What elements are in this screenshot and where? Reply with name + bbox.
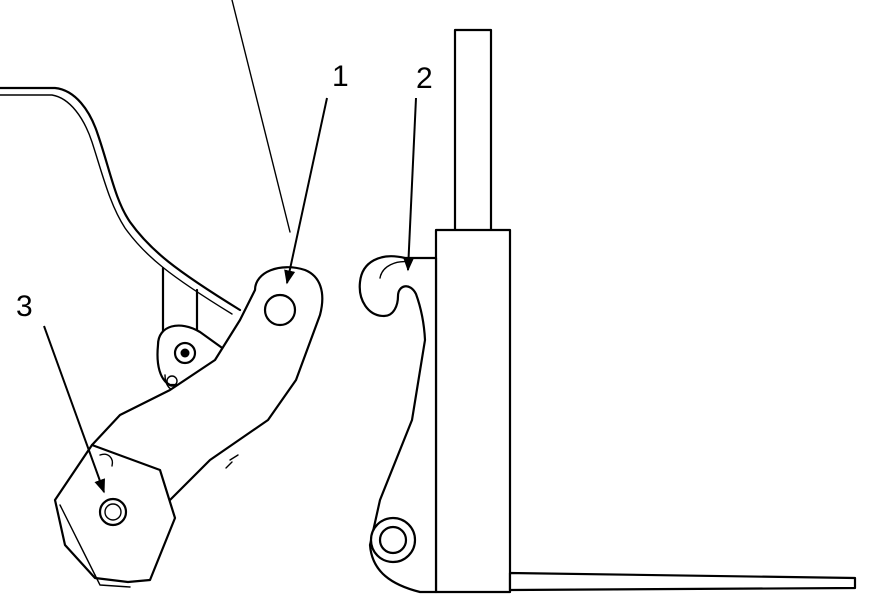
- callout-3: 3: [16, 290, 105, 494]
- fork-tine: [508, 571, 857, 592]
- callout-1-label: 1: [332, 60, 349, 93]
- fork-carriage: [358, 28, 857, 594]
- hook-bracket: [358, 255, 438, 594]
- loader-linkage: [0, 0, 324, 588]
- bolt-icon: [180, 348, 190, 358]
- callout-2: 2: [402, 62, 433, 272]
- callout-2-label: 2: [416, 62, 433, 95]
- upper-reference-line: [231, 0, 291, 233]
- bracket-bushing: [369, 516, 417, 564]
- callout-1: 1: [284, 60, 349, 285]
- callout-3-label: 3: [16, 290, 33, 323]
- boom-contour: [0, 86, 242, 312]
- carriage-body: [434, 228, 512, 594]
- lower-pin-hole: [98, 497, 128, 527]
- callout-3-leader: [43, 325, 105, 494]
- upright-bar: [453, 28, 493, 234]
- callout-1-leader: [284, 97, 328, 285]
- boom-contour-inner: [0, 94, 233, 315]
- upper-pin-hole: [263, 293, 297, 327]
- callout-2-leader: [402, 97, 417, 272]
